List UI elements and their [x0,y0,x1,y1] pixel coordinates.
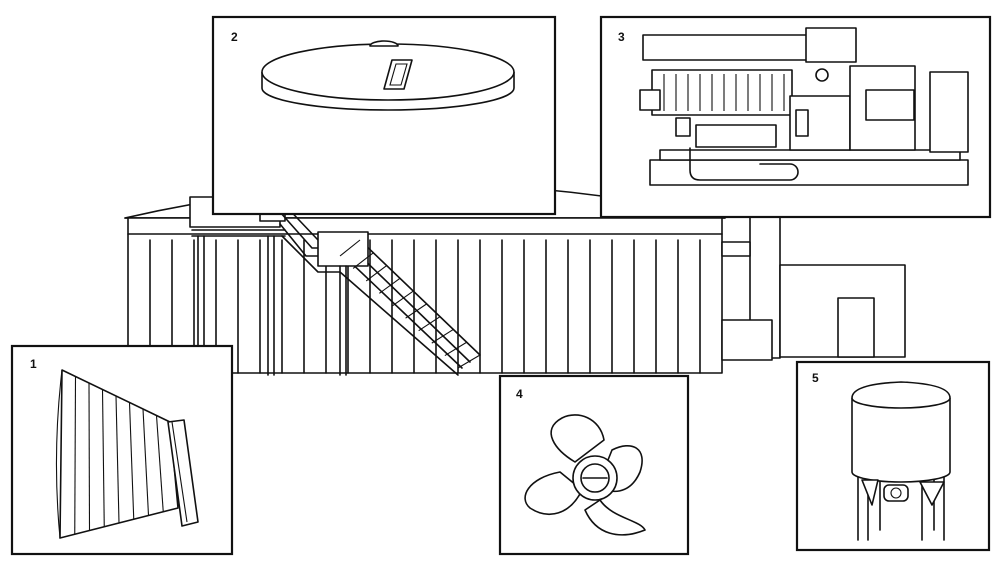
panel-1: 1 [10,344,234,556]
panel-5: 5 [795,360,991,552]
panel-3: 3 [599,15,992,219]
engine-generator-icon [639,27,969,186]
panel-number: 3 [618,30,625,44]
panel-number: 1 [30,357,37,371]
cover-lid-icon [261,40,515,111]
panel-4: 4 [498,374,690,556]
building-door [837,297,875,358]
wall-panel-icon [55,369,199,539]
propeller-mixer-icon [524,414,646,536]
staircase [279,199,481,376]
panel-2: 2 [211,15,557,216]
panel-number: 4 [516,387,523,401]
panel-number: 5 [812,371,819,385]
exhaust-stack [721,197,781,361]
panel-number: 2 [231,30,238,44]
control-building [779,264,906,358]
storage-tank-icon [851,381,951,541]
